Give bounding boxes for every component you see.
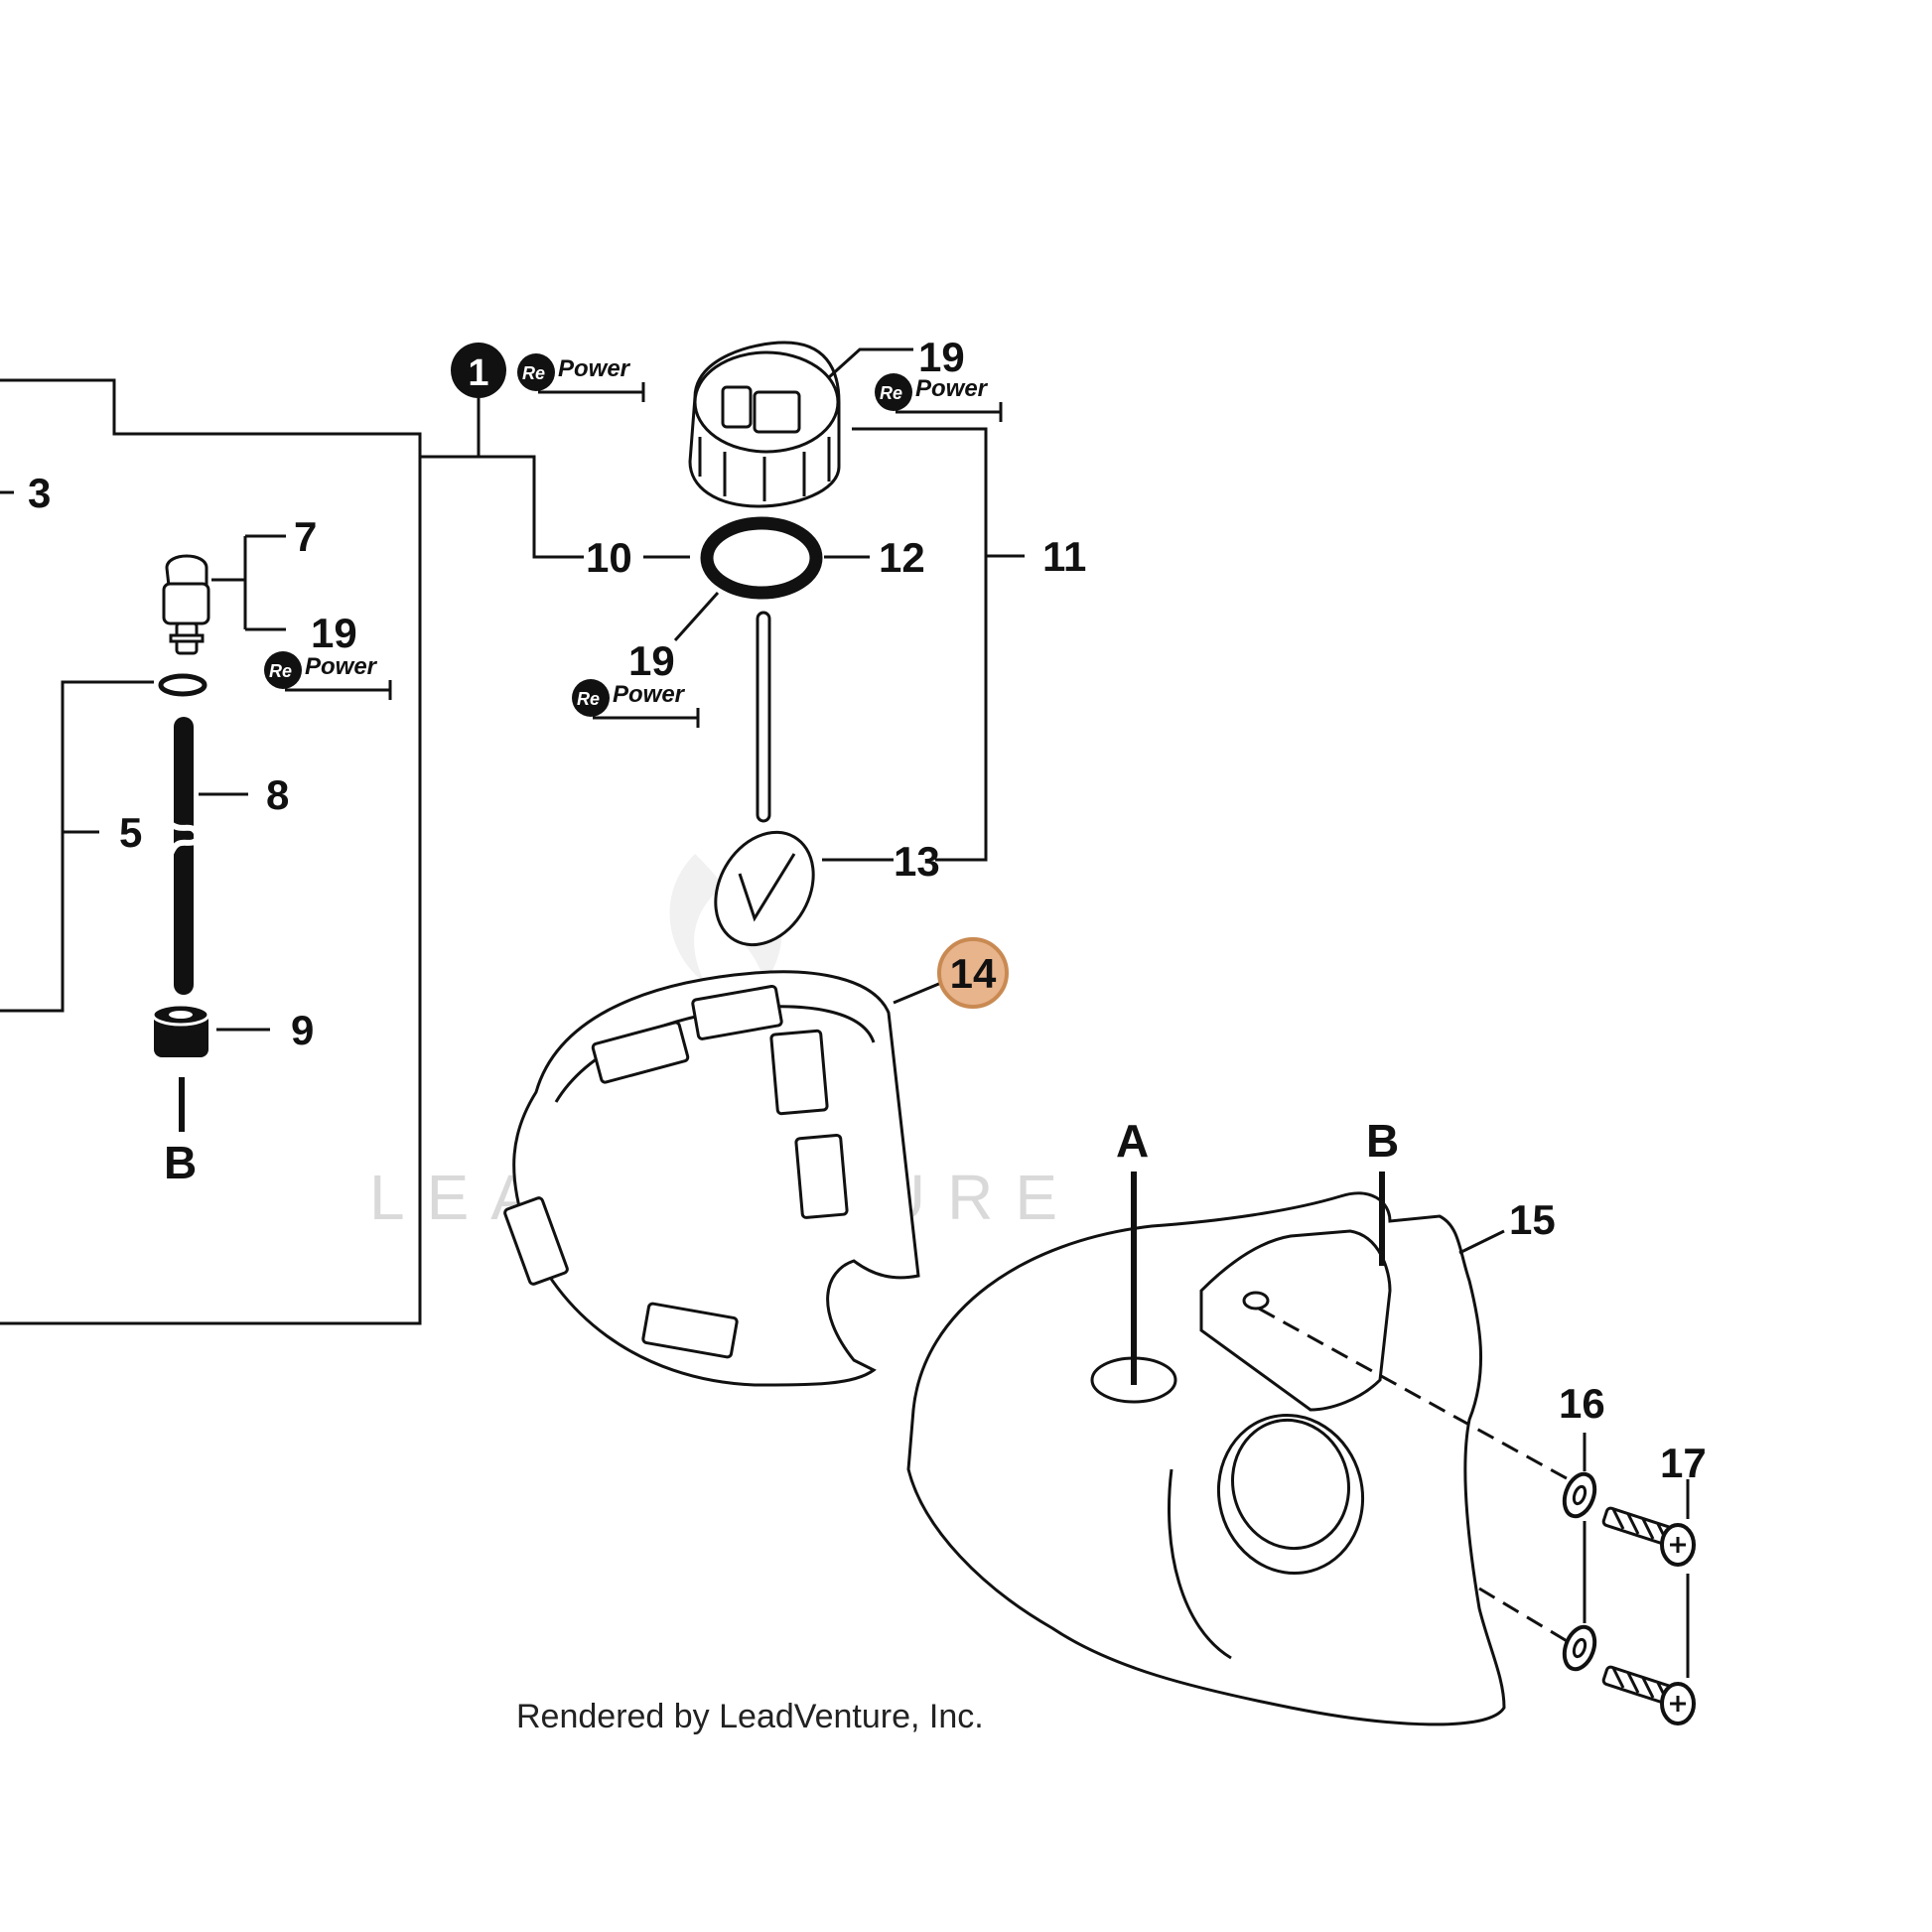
bracket-5 [0, 680, 154, 1013]
o-ring [158, 673, 207, 697]
callout-5[interactable]: 5 [119, 809, 142, 856]
callout-11[interactable]: 11 [1042, 533, 1086, 580]
callout-19-cap[interactable]: 19 [918, 334, 965, 380]
reference-a: A [1116, 1115, 1149, 1167]
callout-1[interactable]: 1 [468, 352, 488, 394]
callout-10[interactable]: 10 [586, 534, 632, 581]
screw-lower [1601, 1665, 1696, 1725]
fuel-filter [714, 830, 815, 947]
reference-b-tank: B [1366, 1115, 1399, 1167]
callout-12[interactable]: 12 [879, 534, 925, 581]
svg-text:Re: Re [269, 661, 292, 681]
leader-1 [420, 398, 584, 559]
callout-7[interactable]: 7 [294, 513, 317, 560]
mount-guide-lines [1258, 1307, 1575, 1647]
heat-shield [503, 970, 920, 1387]
gasket-ring [700, 516, 823, 600]
bracket-11 [852, 427, 1025, 862]
assembly-bracket-3 [0, 378, 422, 1325]
leader-19-cap [827, 347, 913, 379]
svg-text:Power: Power [558, 355, 631, 382]
repower-badge: Re Power [517, 353, 645, 402]
svg-text:Re: Re [522, 363, 545, 383]
reference-b-hose: B [164, 1137, 197, 1188]
callout-15[interactable]: 15 [1509, 1196, 1556, 1243]
leader-15 [1458, 1229, 1505, 1255]
callout-17[interactable]: 17 [1660, 1440, 1707, 1486]
leader-19-gasket [673, 591, 720, 642]
svg-text:Power: Power [613, 681, 686, 708]
grommet [151, 1003, 210, 1057]
callout-14-highlight[interactable] [937, 937, 1009, 1009]
svg-text:Re: Re [577, 689, 600, 709]
fuel-hose [174, 717, 194, 995]
primer-bulb [162, 554, 210, 655]
fuel-cap [688, 341, 841, 508]
callout-13[interactable]: 13 [894, 838, 940, 885]
svg-text:Power: Power [305, 653, 378, 680]
callout-19-gasket[interactable]: 19 [628, 637, 675, 684]
screw-upper [1601, 1506, 1696, 1567]
repower-badge: Re Power [572, 679, 700, 728]
svg-text:Power: Power [915, 375, 989, 402]
repower-badge: Re Power [264, 651, 392, 700]
callout-3[interactable]: 3 [28, 470, 51, 516]
fuel-tank [906, 1191, 1506, 1726]
repower-badge: Re Power [875, 373, 1003, 422]
svg-text:Re: Re [880, 383, 902, 403]
leader-14 [893, 981, 942, 1005]
fuel-pickup-wire [756, 611, 771, 823]
callout-19-primer[interactable]: 19 [311, 610, 357, 656]
callout-16[interactable]: 16 [1559, 1380, 1605, 1427]
callout-8[interactable]: 8 [266, 771, 289, 818]
callout-1-circle[interactable] [451, 343, 506, 398]
callout-14[interactable]: 14 [950, 950, 997, 997]
callout-9[interactable]: 9 [291, 1007, 314, 1053]
render-credit: Rendered by LeadVenture, Inc. [516, 1698, 984, 1735]
bracket-7 [211, 534, 286, 631]
